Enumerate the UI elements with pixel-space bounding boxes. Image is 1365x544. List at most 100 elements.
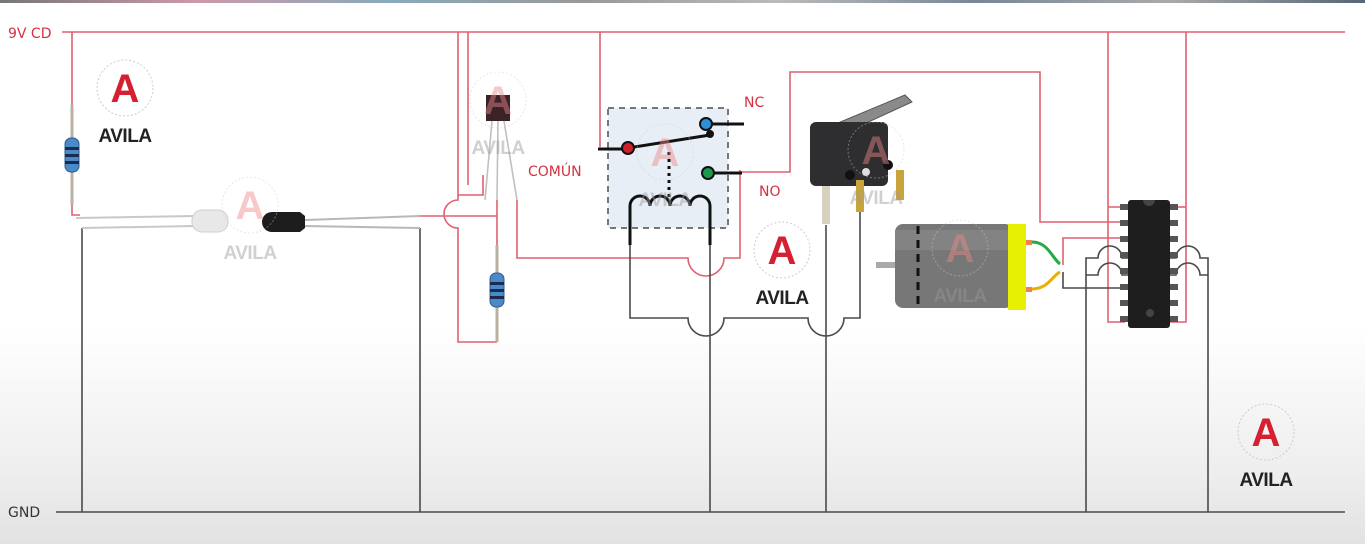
resistor-band xyxy=(490,282,504,285)
watermark-circle xyxy=(753,221,811,279)
video-top-strip xyxy=(0,0,1365,3)
ic-pin xyxy=(1170,300,1178,306)
ic-pin xyxy=(1170,204,1178,210)
transistor-lead xyxy=(484,120,493,201)
motor-wire-yellow xyxy=(1031,270,1061,291)
resistor-1[interactable] xyxy=(64,105,80,205)
ic-pin xyxy=(1120,268,1128,274)
resistor-band xyxy=(65,154,79,157)
motor-terminal xyxy=(1026,287,1032,292)
watermark-text: AVILA xyxy=(755,288,809,309)
transistor[interactable] xyxy=(484,95,518,201)
limit-switch-terminal xyxy=(856,180,864,212)
transistor-body xyxy=(486,95,510,121)
ground-rail-label: GND xyxy=(8,505,40,521)
avila-watermark: A AVILA xyxy=(96,59,154,147)
ic-pin xyxy=(1170,252,1178,258)
watermark-circle xyxy=(931,219,989,277)
wire-motor-ic xyxy=(1062,272,1128,289)
watermark-circle xyxy=(469,71,527,129)
ic-body xyxy=(1128,200,1170,328)
photodiode-lead xyxy=(304,225,421,229)
limit-switch-hole xyxy=(883,160,893,170)
watermark-letter: A xyxy=(236,184,265,228)
watermark-circle xyxy=(847,121,905,179)
relay-common-terminal[interactable] xyxy=(621,141,635,155)
limit-switch[interactable] xyxy=(810,94,913,224)
ground-rail: GND xyxy=(8,505,1345,521)
avila-watermark: A AVILA xyxy=(847,121,905,209)
limit-switch-hole xyxy=(845,170,855,180)
motor-highlight xyxy=(895,230,1013,250)
watermark-letter: A xyxy=(946,227,975,271)
ic-pin xyxy=(1120,236,1128,242)
motor-terminal xyxy=(1026,240,1032,245)
wire-coil xyxy=(629,210,861,337)
ic-pin xyxy=(1170,236,1178,242)
limit-switch-terminal xyxy=(896,170,904,200)
wire-motor-ic xyxy=(1062,237,1120,265)
avila-watermark: A AVILA xyxy=(469,71,527,159)
avila-watermark: A AVILA xyxy=(221,176,279,264)
watermark-text: AVILA xyxy=(471,138,525,159)
wire-ic-vcc-right xyxy=(1170,32,1187,323)
relay-arm-pivot xyxy=(706,130,714,138)
watermark-text: AVILA xyxy=(933,286,987,307)
relay[interactable]: COMÚN NC NO xyxy=(528,95,781,245)
transistor-lead xyxy=(503,120,518,201)
wire-relay-coil-return xyxy=(516,170,741,277)
led-lead xyxy=(81,225,196,229)
watermark-text: AVILA xyxy=(849,188,903,209)
resistor-band xyxy=(65,147,79,150)
dc-motor[interactable] xyxy=(876,224,1062,310)
motor-wire-green xyxy=(1031,240,1062,266)
avila-watermark: A AVILA xyxy=(931,219,989,307)
relay-no-label: NO xyxy=(759,184,781,200)
wire xyxy=(71,205,80,216)
ic-pin xyxy=(1170,316,1178,322)
motor-shaft xyxy=(876,262,896,268)
relay-nc-label: NC xyxy=(744,95,764,111)
watermark-letter: A xyxy=(484,79,513,123)
led-body xyxy=(191,209,229,233)
resistor-2[interactable] xyxy=(489,245,505,342)
photodiode[interactable] xyxy=(262,212,421,232)
limit-switch-rivet xyxy=(862,168,870,176)
ic-pin1-dot xyxy=(1146,309,1154,317)
photodiode-lead xyxy=(304,215,421,221)
watermark-letter: A xyxy=(1252,411,1281,455)
resistor-band xyxy=(65,161,79,164)
relay-no-terminal[interactable] xyxy=(701,166,715,180)
ic-pin xyxy=(1120,252,1128,258)
positive-wires xyxy=(71,32,1187,343)
watermark-text: AVILA xyxy=(98,126,152,147)
relay-coil xyxy=(628,194,712,245)
watermark-circle xyxy=(96,59,154,117)
wire-ic-vcc-left xyxy=(1107,32,1125,323)
watermark-letter: A xyxy=(111,67,140,111)
resistor-band xyxy=(490,289,504,292)
positive-rail: 9V CD xyxy=(8,26,1345,42)
ir-led[interactable] xyxy=(75,209,229,233)
watermark-circle xyxy=(1237,403,1295,461)
ic-pin xyxy=(1120,220,1128,226)
limit-switch-terminal xyxy=(822,186,830,224)
ic-notch xyxy=(1143,200,1155,206)
wire-crossover xyxy=(443,195,497,343)
relay-nc-terminal[interactable] xyxy=(699,117,713,131)
watermark-letter: A xyxy=(862,129,891,173)
transistor-lead xyxy=(496,120,499,201)
ic-pin xyxy=(1120,316,1128,322)
watermark-text: AVILA xyxy=(223,243,277,264)
ic-pin xyxy=(1170,220,1178,226)
relay-switch-arm xyxy=(627,133,711,150)
ic-pin xyxy=(1120,204,1128,210)
ic-pin xyxy=(1120,300,1128,306)
motor-driver-ic[interactable] xyxy=(1120,200,1178,328)
